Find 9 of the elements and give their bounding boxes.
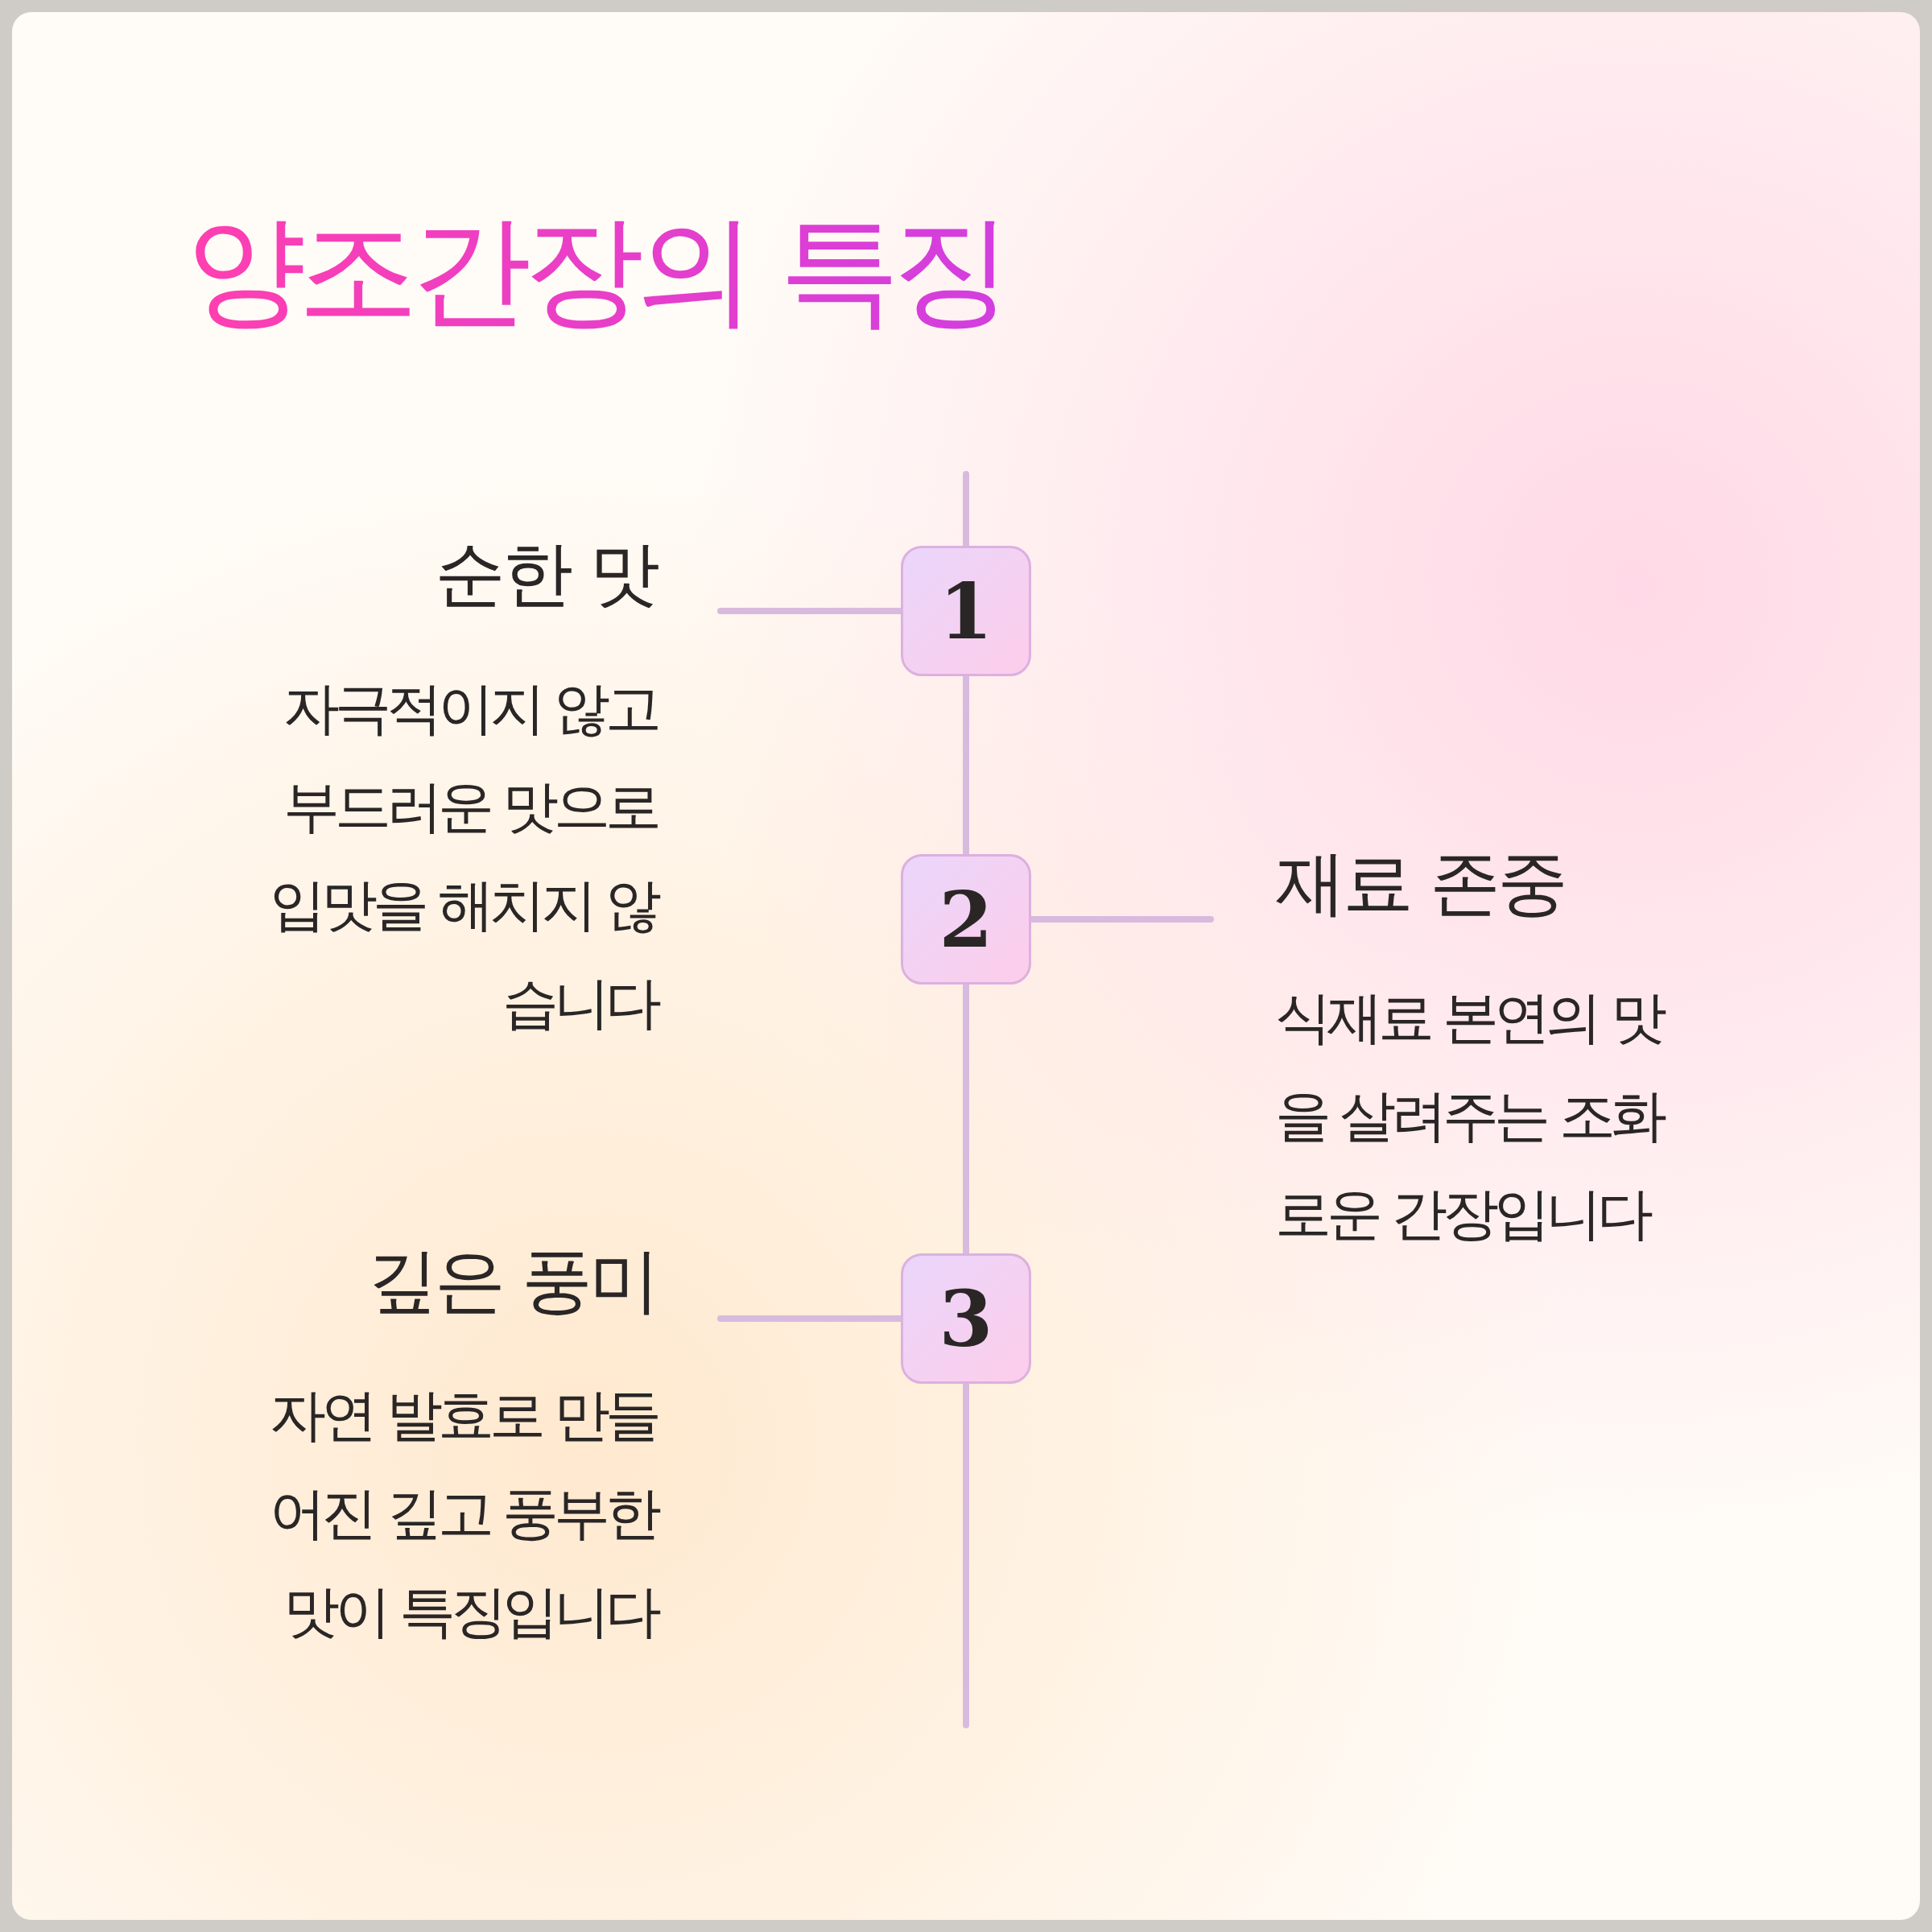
feature-heading: 재료 존중 <box>1275 840 1566 926</box>
number-box: 1 <box>901 546 1031 676</box>
feature-heading: 순한 맛 <box>434 531 657 617</box>
feature-heading: 깊은 풍미 <box>366 1238 657 1323</box>
feature-description: 자극적이지 않고 부드러운 맛으로 입맛을 해치지 않습니다 <box>269 675 657 1038</box>
feature-description: 식재료 본연의 맛을 살려주는 조화로운 간장입니다 <box>1275 984 1664 1249</box>
number-box: 3 <box>901 1253 1031 1384</box>
number-box: 2 <box>901 854 1031 985</box>
feature-description: 자연 발효로 만들어진 깊고 풍부한 맛이 특징입니다 <box>269 1381 657 1646</box>
